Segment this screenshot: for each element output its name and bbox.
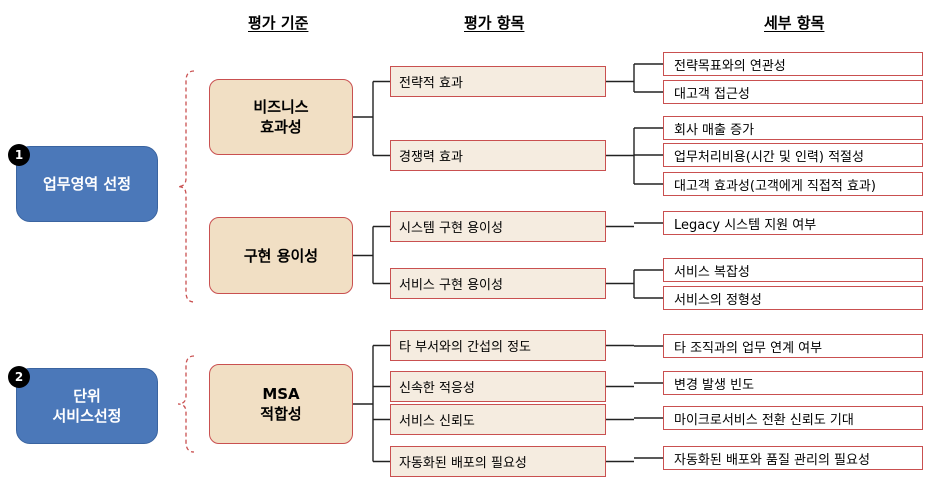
evaluation-item-box: 서비스 구현 용이성	[390, 268, 606, 299]
evaluation-item-box: 신속한 적응성	[390, 371, 606, 402]
detail-item-box: 업무처리비용(시간 및 인력) 적절성	[663, 143, 923, 167]
detail-item-box: 전략목표와의 연관성	[663, 52, 923, 76]
detail-item-box: 회사 매출 증가	[663, 116, 923, 140]
detail-item-box: 서비스의 정형성	[663, 286, 923, 310]
header-items: 평가 항목	[464, 14, 525, 32]
stage-box: 업무영역 선정	[16, 146, 158, 222]
detail-item-box: 대고객 접근성	[663, 80, 923, 104]
detail-item-box: 자동화된 배포와 품질 관리의 필요성	[663, 446, 923, 470]
detail-item-box: 마이크로서비스 전환 신뢰도 기대	[663, 406, 923, 430]
evaluation-item-box: 자동화된 배포의 필요성	[390, 446, 606, 477]
step-number-badge: 2	[8, 366, 30, 388]
evaluation-item-box: 경쟁력 효과	[390, 140, 606, 171]
header-criteria: 평가 기준	[248, 14, 309, 32]
evaluation-item-box: 타 부서와의 간섭의 정도	[390, 330, 606, 361]
detail-item-box: Legacy 시스템 지원 여부	[663, 211, 923, 235]
criteria-box: 구현 용이성	[209, 217, 353, 294]
detail-item-box: 변경 발생 빈도	[663, 371, 923, 395]
stage-brace	[177, 70, 195, 303]
stage-brace	[177, 355, 195, 453]
detail-item-box: 타 조직과의 업무 연계 여부	[663, 334, 923, 358]
detail-item-box: 서비스 복잡성	[663, 258, 923, 282]
step-number-badge: 1	[8, 144, 30, 166]
evaluation-item-box: 전략적 효과	[390, 66, 606, 97]
evaluation-item-box: 시스템 구현 용이성	[390, 211, 606, 242]
evaluation-item-box: 서비스 신뢰도	[390, 404, 606, 435]
detail-item-box: 대고객 효과성(고객에게 직접적 효과)	[663, 172, 923, 196]
header-details: 세부 항목	[764, 14, 825, 32]
